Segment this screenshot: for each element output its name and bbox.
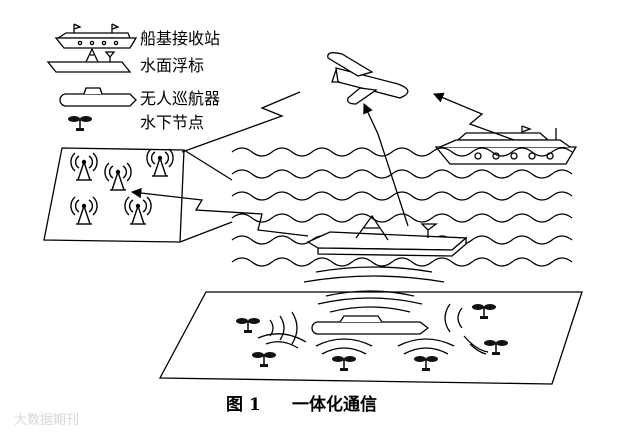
buoy-to-station-link bbox=[130, 187, 309, 237]
acoustic-waves bbox=[303, 266, 445, 283]
auv-icon bbox=[59, 87, 137, 107]
surface-buoy-icon bbox=[46, 47, 132, 73]
underwater-node-icon bbox=[67, 115, 93, 132]
watermark: 大数据期刊 bbox=[14, 413, 79, 428]
legend-label-buoy: 水面浮标 bbox=[140, 56, 204, 75]
ship-icon bbox=[54, 23, 138, 49]
receiving-station-panel bbox=[43, 147, 233, 243]
legend-label-auv: 无人巡航器 bbox=[140, 89, 220, 108]
plane-to-station-link bbox=[181, 91, 301, 153]
seabed-plane bbox=[158, 290, 583, 385]
legend-label-ship: 船基接收站 bbox=[140, 29, 220, 48]
buoy-to-plane-link bbox=[363, 103, 409, 227]
airplane-icon bbox=[327, 52, 409, 105]
figure-title: 一体化通信 bbox=[292, 394, 377, 415]
surface-buoy-icon bbox=[306, 214, 468, 257]
ship-to-plane-link bbox=[433, 92, 515, 141]
auv-icon bbox=[311, 315, 430, 335]
ship-icon bbox=[434, 125, 578, 165]
figure-caption: 图 1 一体化通信 bbox=[226, 394, 377, 415]
legend: 船基接收站 水面浮标 无人巡航器 水下节点 bbox=[46, 23, 220, 132]
acoustic-waves bbox=[257, 290, 489, 355]
legend-label-node: 水下节点 bbox=[140, 113, 204, 132]
communication-links bbox=[130, 91, 515, 237]
figure-number: 图 1 bbox=[226, 395, 261, 415]
